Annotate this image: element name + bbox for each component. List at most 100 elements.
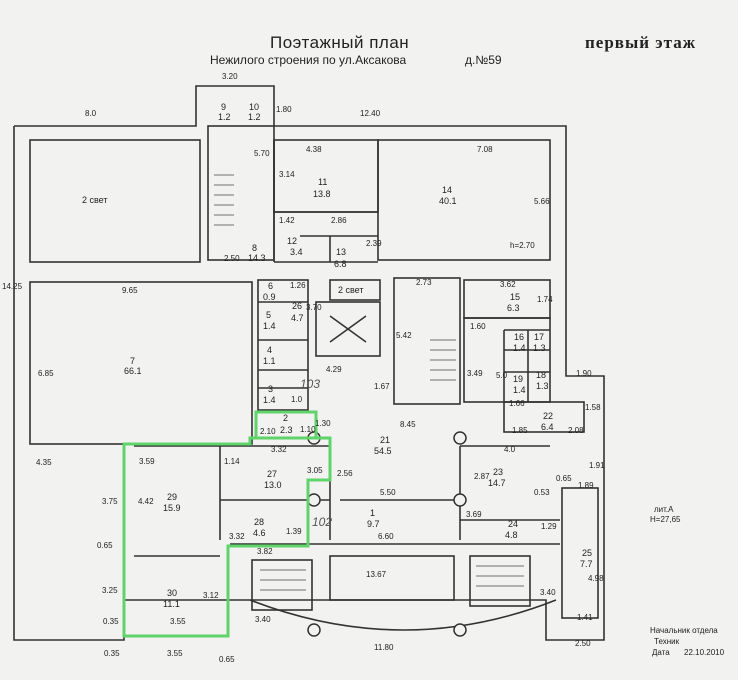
plan-title: Поэтажный план (270, 33, 410, 52)
room-area: 7.7 (580, 559, 593, 569)
room-number: 12 (287, 236, 298, 246)
dimension-label: 3.49 (467, 369, 483, 378)
dimension-label: 1.39 (286, 527, 302, 536)
room-area: 1.3 (533, 343, 546, 353)
dimension-label: 1.67 (374, 382, 390, 391)
room-number: 24 (508, 519, 519, 529)
height-label: H=27,65 (650, 515, 681, 524)
dimension-label: 1.10 (300, 425, 316, 434)
room-area: 14.3 (248, 253, 266, 263)
room-number: 19 (513, 374, 524, 384)
dimension-label: 3.25 (102, 586, 118, 595)
room-area: 3.4 (290, 247, 303, 257)
dimension-label: 3.55 (170, 617, 186, 626)
room-number: 21 (380, 435, 391, 445)
dimension-label: 3.75 (102, 497, 118, 506)
dimension-label: 2.50 (224, 254, 240, 263)
room-number: 17 (534, 332, 545, 342)
dimension-label: 1.58 (585, 403, 601, 412)
room-number: 16 (514, 332, 525, 342)
dimension-label: 11.80 (374, 643, 394, 652)
dimension-label: 2.56 (337, 469, 353, 478)
dimension-label: 3.59 (139, 457, 155, 466)
dimension-label: 1.74 (537, 295, 553, 304)
highlight-outline (122, 410, 332, 638)
dimension-label: 3.69 (466, 510, 482, 519)
dimension-label: 3.14 (279, 170, 295, 179)
room-number: 10 (249, 102, 260, 112)
stamp-tech-label: Техник (654, 637, 680, 646)
room-area: 1.4 (263, 395, 276, 405)
dimension-label: 5.0 (496, 371, 508, 380)
room-area: 14.7 (488, 478, 506, 488)
room-area: 9.7 (367, 519, 380, 529)
dimension-label: h=2.70 (510, 241, 535, 250)
room-area: 1.3 (536, 381, 549, 391)
dimension-label: 4.35 (36, 458, 52, 467)
building-number: д.№59 (465, 53, 502, 67)
dimension-label: 3.12 (203, 591, 219, 600)
dimension-label: 1.80 (276, 105, 292, 114)
room-number: 6 (268, 281, 274, 291)
room-area: 1.4 (513, 385, 526, 395)
stamp-date-value: 22.10.2010 (684, 648, 725, 657)
dimension-label: 2.87 (474, 472, 490, 481)
room-area: 13.0 (264, 480, 282, 490)
dimension-label: 3.05 (307, 466, 323, 475)
dimension-label: 0.65 (219, 655, 235, 664)
room-area: 6.3 (507, 303, 520, 313)
room-number: 14 (442, 185, 453, 195)
dimension-label: 7.08 (477, 145, 493, 154)
dimension-label: 2.39 (366, 239, 382, 248)
dimension-label: 1.0 (291, 395, 303, 404)
room-number: 22 (543, 411, 554, 421)
dimension-label: 3.20 (222, 72, 238, 81)
dimension-label: 9.65 (122, 286, 138, 295)
dimension-label: 0.65 (97, 541, 113, 550)
dimension-label: 1.29 (541, 522, 557, 531)
dimension-label: 0.53 (534, 488, 550, 497)
dimension-label: 1.30 (315, 419, 331, 428)
room-number: 15 (510, 292, 521, 302)
floor-label: первый этаж (585, 33, 697, 52)
room-number: 30 (167, 588, 178, 598)
room-area: 1.1 (263, 356, 276, 366)
dimension-label: 4.42 (138, 497, 154, 506)
dimension-label: 2.08 (568, 426, 584, 435)
room-number: 18 (536, 370, 547, 380)
dimension-label: 3.55 (167, 649, 183, 658)
room-number: 13 (336, 247, 347, 257)
room-number: 3 (268, 384, 274, 394)
room-number: 1 (370, 508, 376, 518)
dimension-label: 3.62 (500, 280, 516, 289)
room-area: 66.1 (124, 366, 142, 376)
dimension-label: 3.40 (255, 615, 271, 624)
handwritten-number: 102 (312, 515, 333, 529)
dimension-label: 2.50 (575, 639, 591, 648)
dimension-label: 1.90 (576, 369, 592, 378)
outer-wall (13, 85, 605, 641)
room-number: 5 (266, 310, 272, 320)
room-area: 6.8 (334, 259, 347, 269)
dimension-label: 12.40 (360, 109, 381, 118)
room-area: 40.1 (439, 196, 457, 206)
room-number: 4 (267, 345, 273, 355)
dimension-label: 3.40 (540, 588, 556, 597)
stamp-date-label: Дата (652, 648, 670, 657)
room-7-wall (29, 281, 253, 445)
dimension-label: 1.66 (509, 399, 525, 408)
dimension-label: 8.45 (400, 420, 416, 429)
dimension-label: 0.35 (104, 649, 120, 658)
room-area: 4.7 (291, 313, 304, 323)
room-area: 54.5 (374, 446, 392, 456)
room-number: 26 (292, 301, 303, 311)
dimension-label: 4.0 (504, 445, 516, 454)
dimension-label: 8.0 (85, 109, 97, 118)
room-number: 2 свет (82, 195, 108, 205)
dimension-label: 5.66 (534, 197, 550, 206)
room-number: 11 (318, 177, 328, 187)
room-area: 15.9 (163, 503, 181, 513)
dimension-label: 0.35 (103, 617, 119, 626)
dimension-label: 2.73 (416, 278, 432, 287)
